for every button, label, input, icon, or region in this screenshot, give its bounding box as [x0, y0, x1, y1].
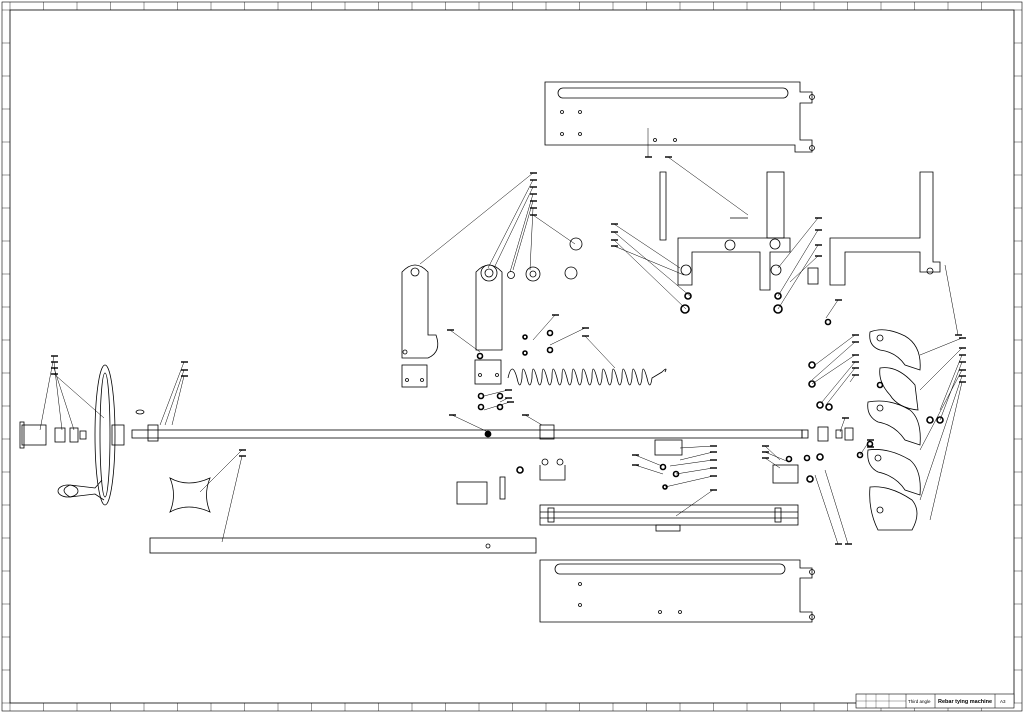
jaw-plates [867, 329, 921, 531]
title-block: Third angle Rebar tying machine A3 [855, 693, 1015, 709]
leader-line [634, 464, 664, 475]
guide-rail [539, 504, 799, 532]
leader-line [825, 299, 839, 319]
leader-line [667, 156, 749, 216]
leader-line [451, 414, 489, 433]
leader-line [675, 489, 714, 517]
leader-line [939, 354, 963, 411]
leader-line [419, 172, 534, 265]
leader-line [675, 467, 714, 475]
leader-line [509, 193, 534, 273]
leader-line [825, 367, 856, 406]
leader-line [849, 374, 856, 383]
sheet-size: A3 [1000, 699, 1006, 704]
leader-line [919, 337, 963, 356]
leader-line [613, 223, 681, 269]
leader-line [811, 354, 856, 385]
leader-line [664, 475, 714, 488]
upper-frame-left [659, 171, 791, 291]
main-shaft [131, 424, 809, 440]
leader-line [613, 231, 691, 297]
balloon-tags [51, 156, 966, 545]
leader-line [39, 355, 55, 431]
drawing-title: Rebar tying machine [938, 699, 992, 705]
leader-line [811, 341, 856, 381]
leader-line [549, 327, 586, 346]
bottom-slotted-plate [539, 559, 815, 623]
leader-line [529, 207, 534, 271]
leader-line [532, 314, 556, 341]
leader-line [584, 335, 616, 369]
leader-line [764, 457, 781, 469]
leader-line [532, 214, 576, 245]
leader-line [789, 255, 819, 283]
roller [169, 477, 211, 513]
leader-line [483, 389, 509, 397]
leader-line [814, 474, 839, 545]
leader-line [524, 414, 543, 426]
leader-line [53, 373, 105, 419]
leader-line [199, 449, 243, 493]
leader-line [919, 369, 963, 451]
leader-line [164, 369, 185, 426]
leader-line [859, 439, 871, 456]
leader-line [944, 264, 959, 336]
leader-line [919, 347, 963, 391]
leader-line [764, 451, 790, 463]
leader-line [171, 375, 185, 426]
handwheel [57, 364, 125, 506]
projection-label: Third angle [908, 699, 931, 704]
middle-lever-arm [474, 237, 583, 385]
leader-line [814, 334, 856, 366]
left-lever-arm [401, 264, 439, 388]
leader-line [494, 186, 534, 267]
leader-line [159, 361, 185, 426]
leader-line [634, 454, 663, 467]
leader-line [821, 361, 856, 403]
leader-line [449, 329, 481, 353]
leader-line [221, 455, 243, 543]
leader-line [512, 200, 534, 271]
leader-line [613, 245, 685, 276]
leader-line [669, 459, 714, 467]
small-brackets [456, 426, 854, 505]
leader-line [487, 179, 534, 269]
leader-lines [39, 128, 963, 545]
leader-line [929, 381, 963, 521]
leader-line [777, 217, 819, 269]
long-flat-bar [149, 537, 537, 554]
leader-line [613, 239, 687, 310]
top-slotted-plate [544, 81, 815, 153]
leader-line [764, 445, 781, 461]
leader-line [679, 451, 714, 461]
inner-border [9, 9, 1015, 704]
leader-line [483, 401, 511, 411]
leader-line [824, 469, 849, 545]
upper-frame-right [807, 171, 941, 286]
tension-spring [507, 368, 667, 386]
leader-line [53, 367, 75, 431]
leader-line [839, 417, 846, 433]
leader-line [919, 375, 963, 501]
leader-line [777, 244, 819, 310]
leader-line [679, 445, 714, 449]
leader-line [777, 229, 819, 297]
left-hub-parts [19, 409, 159, 449]
